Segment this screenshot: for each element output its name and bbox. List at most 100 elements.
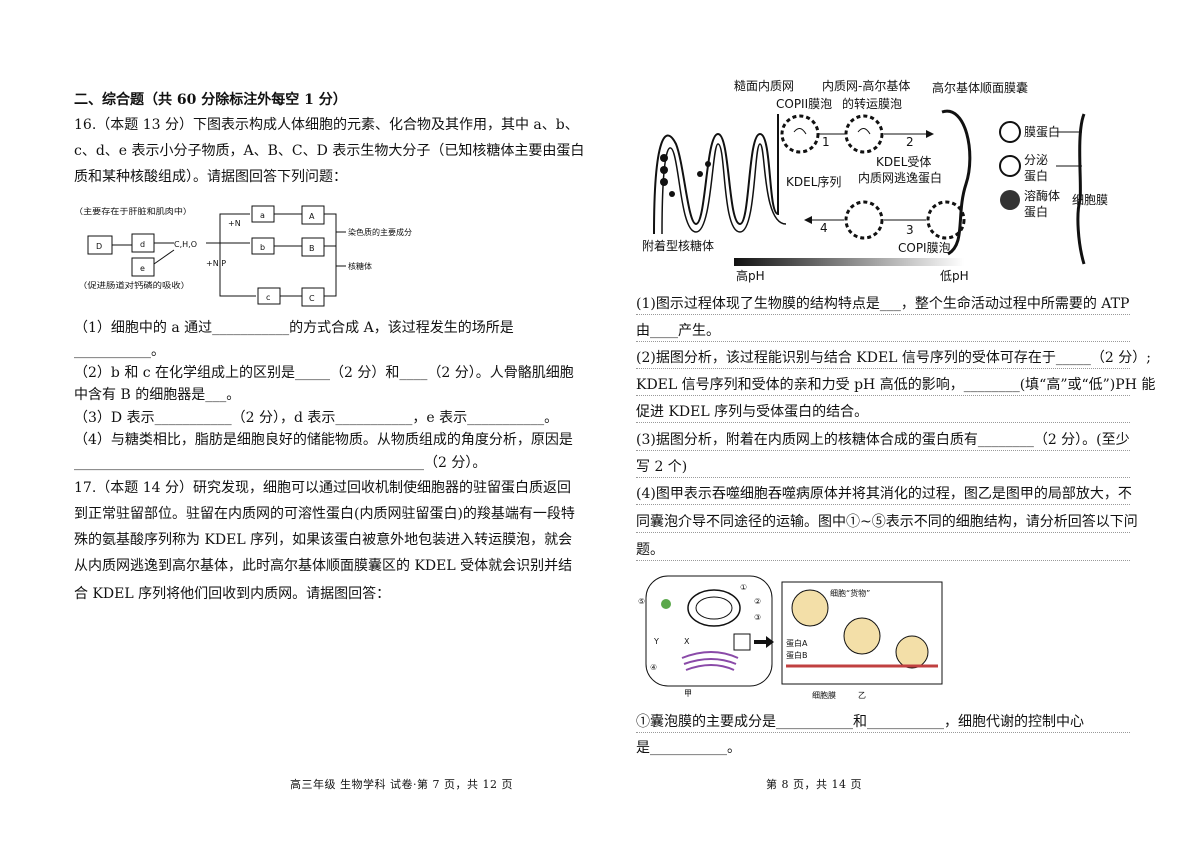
copi-vesicle-a bbox=[844, 200, 884, 240]
label-c: c bbox=[266, 293, 270, 302]
box-C bbox=[301, 287, 325, 307]
q16-line1: 16.（本题 13 分）下图表示构成人体细胞的元素、化合物及其作用，其中 a、b… bbox=[74, 117, 579, 133]
label-copi: COPI膜泡 bbox=[898, 241, 951, 255]
q16-line3: 质和某种核酸组成）。请据图回答下列问题： bbox=[74, 169, 347, 185]
q16-line2: c、d、e 表示小分子物质，A、B、C、D 表示生物大分子（已知核糖体主要由蛋白 bbox=[74, 143, 585, 159]
box-A bbox=[301, 205, 325, 225]
er-membrane bbox=[653, 114, 779, 235]
label-chromatin: 染色质的主要成分 bbox=[348, 227, 412, 237]
r-q2-b: KDEL 信号序列和受体的亲和力受 pH 高低的影响，________(填“高”… bbox=[636, 375, 1155, 396]
transport-vesicle bbox=[844, 114, 884, 154]
golgi-stack bbox=[681, 651, 739, 671]
label-lysosome-2: 蛋白 bbox=[1024, 204, 1048, 219]
r-q1-b: 由____产生。 bbox=[636, 321, 1130, 342]
copi-vesicle-b bbox=[926, 200, 966, 240]
label-er-escape: 内质网逃逸蛋白 bbox=[858, 170, 942, 185]
label-lysosome-1: 溶酶体 bbox=[1024, 188, 1060, 203]
label-kdel-seq: KDEL序列 bbox=[786, 174, 841, 189]
copii-vesicle bbox=[780, 114, 820, 154]
label-elements: C,H,O bbox=[174, 240, 197, 249]
r-q1-a: (1)图示过程体现了生物膜的结构特点是___，整个生命活动过程中所需要的 ATP bbox=[636, 294, 1130, 315]
fig-n1: ① bbox=[740, 583, 747, 592]
fig-membrane: 细胞膜 bbox=[812, 690, 836, 700]
label-b: b bbox=[260, 243, 265, 252]
q16-sub3: （3）D 表示___________（2 分），d 表示___________，… bbox=[74, 410, 559, 426]
label-bound-ribosome: 附着型核糖体 bbox=[642, 238, 714, 253]
label-add-np: +N,P bbox=[206, 259, 226, 268]
lysosome-vesicle bbox=[1000, 190, 1020, 210]
fig-n5: ⑤ bbox=[638, 597, 645, 606]
step-4: 4 bbox=[820, 221, 828, 235]
label-e: e bbox=[140, 264, 145, 273]
q16-sub1-b: ___________。 bbox=[74, 343, 165, 359]
label-cis-golgi: 高尔基体顺面膜囊 bbox=[932, 80, 1028, 95]
label-high-ph: 高pH bbox=[736, 268, 765, 283]
q16-sub2-b: 中含有 B 的细胞器是___。 bbox=[74, 387, 241, 403]
r-q4-1b: 是___________。 bbox=[636, 740, 741, 756]
label-secretory-2: 蛋白 bbox=[1024, 168, 1048, 183]
label-rough-er: 糙面内质网 bbox=[734, 79, 794, 93]
label-a: a bbox=[260, 211, 265, 220]
step-3: 3 bbox=[906, 223, 914, 237]
r-q4-a: (4)图甲表示吞噬细胞吞噬病原体并将其消化的过程，图乙是图甲的局部放大，不 bbox=[636, 484, 1132, 505]
q17-line4: 从内质网逃逸到高尔基体，此时高尔基体顺面膜囊区的 KDEL 受体就会识别并结 bbox=[74, 558, 573, 574]
diagram-note-top: （主要存在于肝脏和肌肉中） bbox=[74, 206, 192, 216]
q17-line2: 到正常驻留部位。驻留在内质网的可溶性蛋白(内质网驻留蛋白)的羧基端有一段特 bbox=[74, 506, 575, 522]
section-title: 二、综合题（共 60 分除标注外每空 1 分） bbox=[74, 92, 347, 108]
fig-y: Y bbox=[653, 637, 659, 646]
kdel-figure: 糙面内质网 内质网-高尔基体 高尔基体顺面膜囊 COPII膜泡 的转运膜泡 1 … bbox=[642, 78, 1108, 283]
label-membrane-protein: 膜蛋白 bbox=[1024, 124, 1060, 139]
q17-line1: 17.（本题 14 分）研究发现，细胞可以通过回收机制使细胞器的驻留蛋白质返回 bbox=[74, 480, 571, 496]
label-d: d bbox=[140, 240, 145, 249]
nucleus bbox=[687, 589, 741, 627]
label-er-golgi: 内质网-高尔基体 bbox=[822, 78, 910, 93]
fig-n4: ④ bbox=[650, 663, 657, 672]
label-transport-vesicle: 的转运膜泡 bbox=[842, 96, 902, 111]
fig-yi: 乙 bbox=[858, 691, 866, 700]
cargo-vesicle-1 bbox=[791, 589, 829, 627]
r-q2-c: 促进 KDEL 序列与受体蛋白的结合。 bbox=[636, 402, 1130, 423]
ph-gradient-bar bbox=[734, 258, 964, 266]
label-kdel-receptor: KDEL受体 bbox=[876, 155, 931, 169]
secretory-vesicle bbox=[999, 155, 1021, 177]
fig-n2: ② bbox=[754, 597, 761, 606]
box-B bbox=[301, 237, 325, 257]
fig-jia: 甲 bbox=[684, 689, 692, 698]
label-cell-membrane: 细胞膜 bbox=[1072, 193, 1108, 207]
label-A: A bbox=[309, 212, 315, 221]
q17-line3: 殊的氨基酸序列称为 KDEL 序列，如果该蛋白被意外地包装进入转运膜泡，就会 bbox=[74, 532, 573, 548]
left-footer: 高三年级 生物学科 试卷·第 7 页，共 12 页 bbox=[290, 778, 513, 791]
fig-cargo: 细胞“货物” bbox=[830, 588, 870, 598]
r-q3-a: (3)据图分析，附着在内质网上的核糖体合成的蛋白质有________（2 分）。… bbox=[636, 430, 1130, 451]
q16-sub4-b: ________________________________________… bbox=[74, 455, 487, 471]
label-secretory-1: 分泌 bbox=[1024, 153, 1048, 167]
label-C: C bbox=[309, 294, 315, 303]
membrane-protein-vesicle bbox=[999, 121, 1021, 143]
box-e bbox=[131, 257, 155, 277]
q16-sub4-a: （4）与糖类相比，脂肪是细胞良好的储能物质。从物质组成的角度分析，原因是 bbox=[74, 432, 573, 448]
fig-x: X bbox=[684, 637, 690, 646]
r-q4-c: 题。 bbox=[636, 540, 1130, 561]
diagram-note-bottom: （促进肠道对钙磷的吸收） bbox=[78, 280, 190, 290]
label-low-ph: 低pH bbox=[940, 269, 969, 283]
r-q2-a: (2)据图分析，该过程能识别与结合 KDEL 信号序列的受体可存在于_____（… bbox=[636, 348, 1151, 369]
fig-n3: ③ bbox=[754, 613, 761, 622]
fig-protein-b: 蛋白B bbox=[786, 650, 808, 660]
step-2: 2 bbox=[906, 135, 914, 149]
r-q4-1a: ①囊泡膜的主要成分是___________和___________，细胞代谢的控… bbox=[636, 712, 1130, 733]
step-1: 1 bbox=[822, 135, 830, 149]
right-footer: 第 8 页，共 14 页 bbox=[766, 778, 862, 791]
label-B: B bbox=[309, 244, 315, 253]
label-add-n: +N bbox=[228, 219, 241, 228]
label-copii: COPII膜泡 bbox=[776, 97, 832, 111]
q17-line5: 合 KDEL 序列将他们回收到内质网。请据图回答： bbox=[74, 586, 391, 602]
label-ribosome: 核糖体 bbox=[348, 261, 372, 271]
cell-membrane-curve bbox=[1076, 113, 1086, 265]
r-q4-b: 同囊泡介导不同途径的运输。图中①~⑤表示不同的细胞结构，请分析回答以下问 bbox=[636, 512, 1138, 533]
q16-sub2-a: （2）b 和 c 在化学组成上的区别是_____（2 分）和____（2 分）。… bbox=[74, 365, 574, 381]
fig-protein-a: 蛋白A bbox=[786, 638, 808, 648]
phagocyte-figure: ① ② ③ ④ ⑤ X Y 甲 细胞“货物” 蛋白A 蛋白B 细胞膜 乙 bbox=[638, 575, 943, 700]
r-q3-b: 写 2 个) bbox=[636, 457, 1130, 478]
q16-sub1-a: （1）细胞中的 a 通过___________的方式合成 A，该过程发生的场所是 bbox=[74, 320, 514, 336]
q16-diagram: （主要存在于肝脏和肌肉中） D d C,H,O e （促进肠道对钙磷的吸收） +… bbox=[74, 205, 412, 307]
